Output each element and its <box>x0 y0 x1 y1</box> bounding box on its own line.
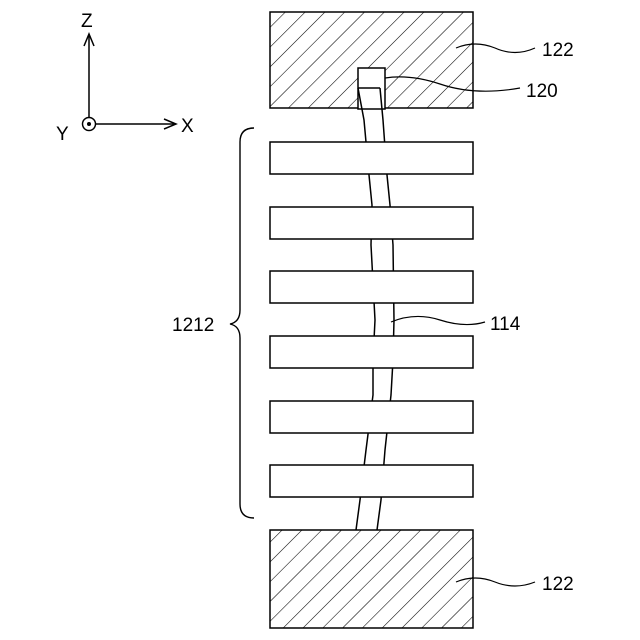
coordinate-axes: Z X Y <box>56 11 194 145</box>
x-axis-label: X <box>181 116 194 137</box>
plate-stack-brace <box>230 128 254 518</box>
fiber-leader <box>391 316 485 324</box>
plate <box>270 142 473 174</box>
plate-stack-label: 1212 <box>172 315 214 336</box>
y-axis-dot-icon <box>87 122 91 126</box>
y-axis-label: Y <box>56 124 69 145</box>
fiber-tip-label: 120 <box>526 81 558 102</box>
top-block-label: 122 <box>542 40 574 61</box>
plate <box>270 465 473 497</box>
plate <box>270 271 473 303</box>
plate <box>270 207 473 239</box>
z-axis-label: Z <box>81 11 93 32</box>
plate <box>270 336 473 368</box>
bottom-block <box>270 530 473 628</box>
bottom-block-label: 122 <box>542 574 574 595</box>
top-block <box>270 12 473 109</box>
plate <box>270 401 473 433</box>
fiber-label: 114 <box>490 314 521 335</box>
